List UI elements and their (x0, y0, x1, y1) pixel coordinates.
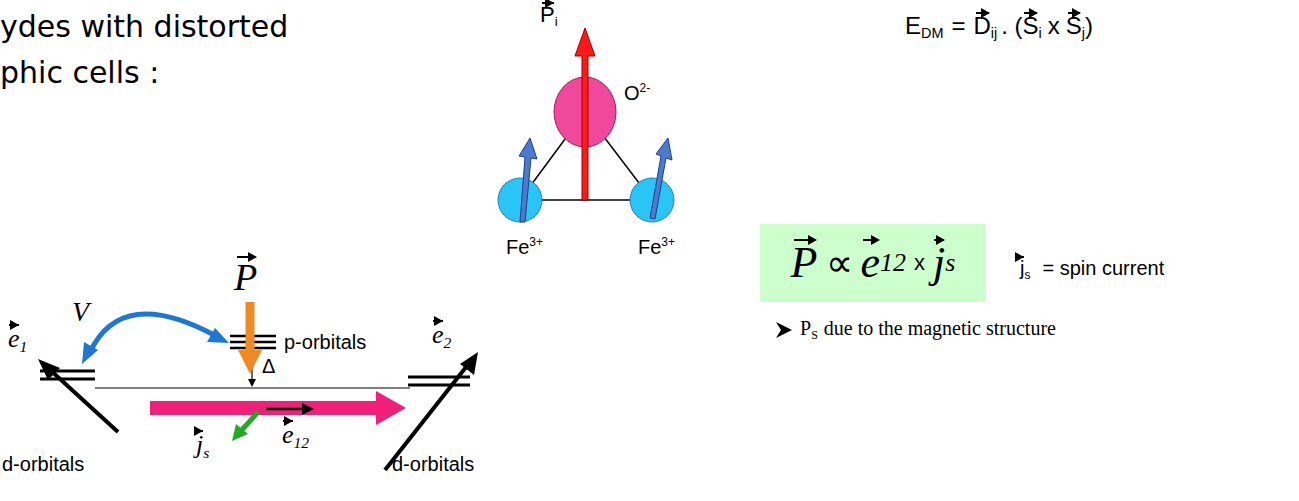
text-group: O2- (624, 82, 650, 103)
text-group: js (196, 432, 209, 460)
formula-text: = spin current (1042, 257, 1164, 279)
formula-text: d-orbitals (2, 453, 84, 475)
text-group: PSdue to the magnetic structure (800, 318, 1056, 341)
formula-text: x (1048, 12, 1060, 39)
formula-text: P (540, 4, 555, 26)
formula-text: e (282, 422, 294, 448)
formula-text: E (905, 12, 921, 39)
ion-triangle (498, 28, 674, 222)
formula-text: S (1023, 14, 1039, 38)
formula-text: s (1024, 268, 1030, 282)
formula-text: ) (1085, 12, 1093, 39)
text-group: p-orbitals (284, 332, 366, 352)
formula-text: Fe (638, 236, 661, 258)
formula-text: P (234, 258, 257, 296)
text-group: js = spin current (1020, 258, 1164, 281)
formula-text: e (432, 322, 444, 348)
formula-text: S (811, 328, 818, 342)
formula-text: 1 (20, 338, 28, 355)
orbital-sketch (38, 302, 478, 470)
text-group: Pi (540, 4, 558, 28)
formula-text: p-orbitals (284, 331, 366, 353)
text-group: EDM=Dij. (SixSj) (905, 14, 1093, 41)
text-group: Fe3+ (638, 236, 675, 257)
formula-text: j (1082, 25, 1085, 41)
formula-box: P∝e12 xjs (760, 224, 986, 302)
text-group: P (234, 258, 257, 296)
formula-text: DM (921, 25, 943, 41)
formula-text: 12 (294, 434, 310, 451)
text-group: e12 (282, 422, 309, 450)
text-group: V (72, 298, 89, 326)
formula-text: . ( (1001, 12, 1022, 39)
formula-text: 2- (640, 81, 651, 95)
formula-text: S (1066, 14, 1082, 38)
formula-text: ij (991, 25, 997, 41)
formula-text: x (914, 252, 925, 274)
formula-text: s (945, 250, 955, 276)
formula-text: i (1039, 25, 1042, 41)
formula-text: s (203, 444, 209, 461)
formula-text: = (951, 12, 965, 39)
text-group: ydes with distorted (0, 12, 288, 42)
text-group: phic cells : (0, 58, 159, 88)
formula-text: P (800, 317, 811, 339)
formula-text: j (933, 241, 945, 285)
formula-text: D (973, 14, 990, 38)
formula-text: Δ (262, 355, 275, 377)
bullet-arrow (776, 322, 792, 338)
formula-text: j (196, 432, 203, 458)
formula-text: V (72, 296, 89, 327)
formula-text: P (791, 241, 818, 285)
text-group: d-orbitals (2, 454, 84, 474)
formula-text: e (861, 241, 881, 285)
formula-text: i (555, 14, 558, 29)
formula-text: O (624, 82, 640, 104)
formula-text: j (1020, 258, 1024, 278)
formula-text: d-orbitals (392, 453, 474, 475)
text-group: Fe3+ (506, 236, 543, 257)
formula-text: ydes with distorted (0, 9, 288, 44)
formula-text: 3+ (661, 235, 675, 249)
text-group: e2 (432, 322, 451, 350)
formula-text: 12 (880, 250, 906, 276)
formula-text: Fe (506, 236, 529, 258)
text-group: Δ (262, 356, 275, 376)
text-group: e1 (8, 326, 27, 354)
formula-text: 3+ (529, 235, 543, 249)
formula-text: ∝ (826, 244, 853, 282)
formula-text: due to the magnetic structure (824, 317, 1056, 339)
text-group: d-orbitals (392, 454, 474, 474)
formula-text: e (8, 326, 20, 352)
formula-text: phic cells : (0, 55, 159, 90)
formula-text: 2 (444, 334, 452, 351)
